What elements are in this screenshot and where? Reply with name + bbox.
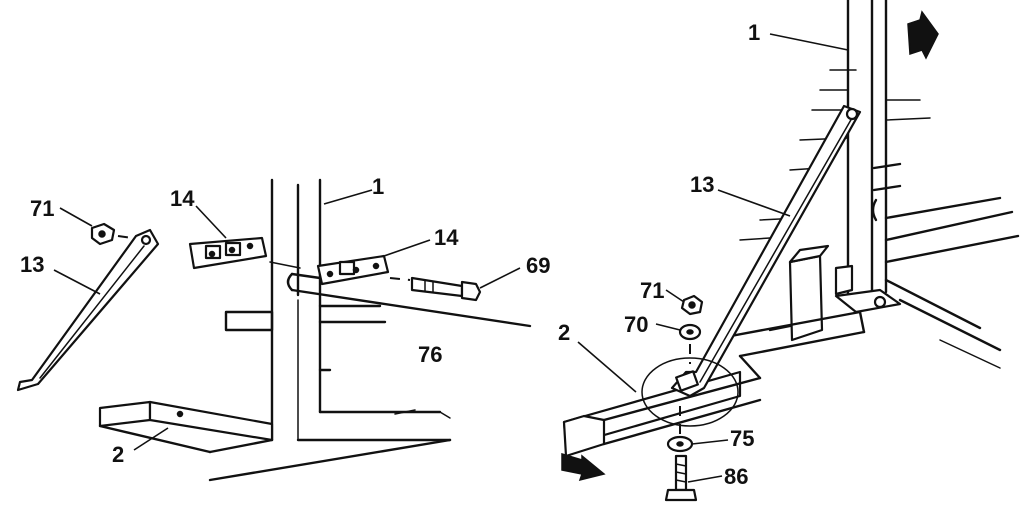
label-right-71: 71 (640, 278, 664, 303)
label-right-2: 2 (558, 320, 570, 345)
right-assembly: 1 13 71 70 2 75 86 (558, 0, 1020, 502)
label-left-1: 1 (372, 174, 384, 199)
left-leader-lines (53, 189, 521, 451)
right-gusset-block (788, 244, 854, 342)
direction-arrow-down-icon (561, 452, 606, 482)
left-bracket-plate-b (316, 254, 390, 286)
label-right-70: 70 (624, 312, 648, 337)
right-base-plate (834, 288, 902, 314)
left-cross-tube (269, 261, 532, 328)
left-assembly: 71 14 1 13 14 69 76 2 (16, 174, 550, 482)
label-left-13: 13 (20, 252, 44, 277)
label-left-71: 71 (30, 196, 54, 221)
right-washer-75 (666, 435, 694, 453)
label-right-1: 1 (748, 20, 760, 45)
right-bolt-86 (664, 454, 698, 502)
label-right-13: 13 (690, 172, 714, 197)
right-leader-lines (577, 33, 849, 483)
label-right-75: 75 (730, 426, 754, 451)
left-brace-strap (16, 228, 160, 392)
detail-circle (641, 357, 739, 427)
label-left-14a: 14 (170, 186, 195, 211)
right-frame-tube (718, 310, 866, 358)
right-nut-71 (680, 294, 704, 316)
right-side-members (871, 162, 1020, 369)
label-left-2: 2 (112, 442, 124, 467)
label-left-14b: 14 (434, 225, 459, 250)
label-right-86: 86 (724, 464, 748, 489)
left-upright-post (270, 178, 322, 442)
label-left-76: 76 (418, 342, 442, 367)
left-bracket-plate-a (188, 236, 268, 270)
left-bolt-69 (389, 276, 482, 302)
direction-arrow-up-icon (907, 10, 939, 60)
right-washer-70 (678, 323, 702, 341)
left-frame-members (208, 304, 452, 482)
left-nut-71 (90, 222, 116, 246)
label-left-69: 69 (526, 253, 550, 278)
left-bottom-leg (98, 400, 274, 454)
right-brace-strap (670, 104, 862, 398)
